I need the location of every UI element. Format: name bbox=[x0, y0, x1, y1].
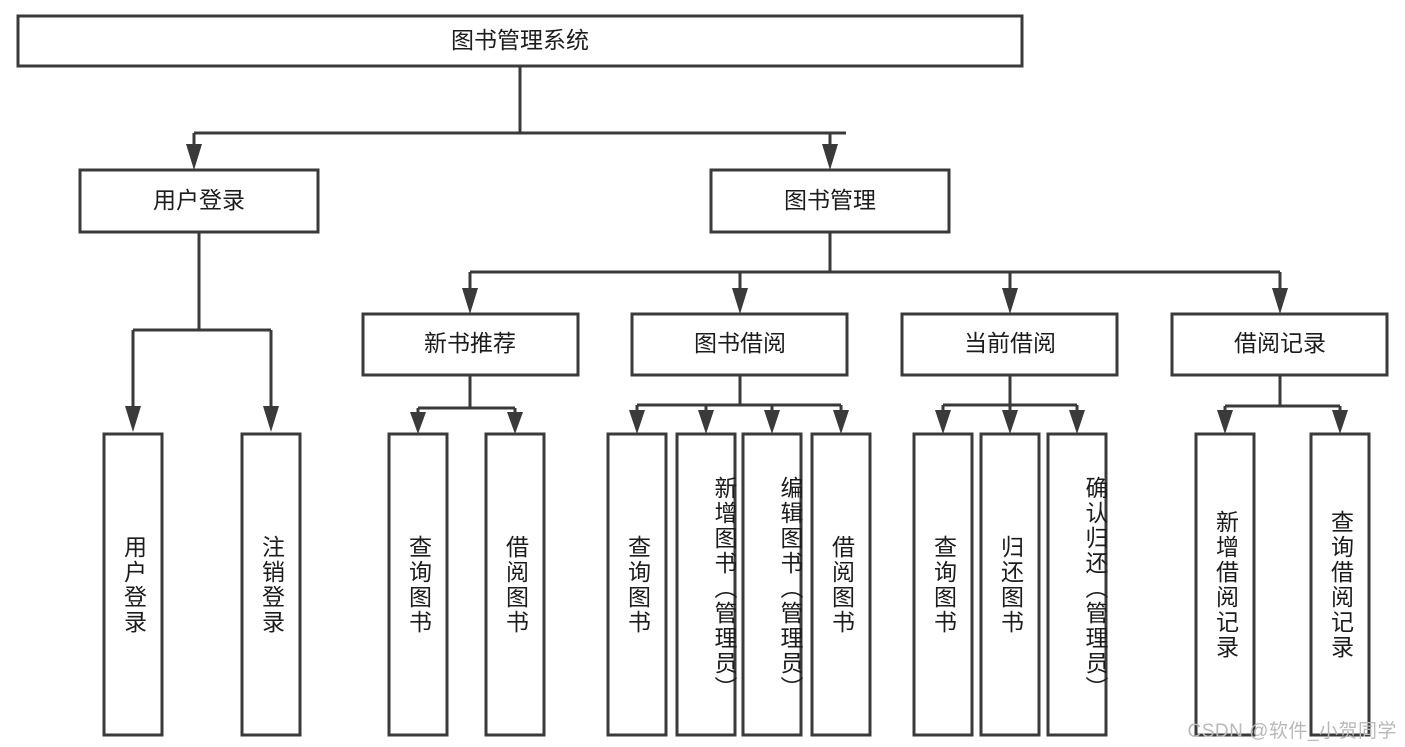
leaf-rect-return-book[interactable] bbox=[979, 432, 1041, 737]
arrowhead-bookmgmt-to-records bbox=[1272, 288, 1288, 314]
node-current-borrow-rect bbox=[900, 312, 1119, 377]
arrowhead-borrow-leaf-3 bbox=[764, 410, 780, 434]
arrowhead-newbook-leaf-2 bbox=[507, 412, 523, 434]
node-new-book-recommend-rect bbox=[361, 312, 580, 377]
connector-group-borrow bbox=[629, 375, 849, 434]
node-book-management-label: 图书管理 bbox=[784, 187, 876, 213]
leaf-rect-borrow-book-a[interactable] bbox=[484, 432, 546, 737]
arrowhead-records-leaf-2 bbox=[1332, 410, 1348, 434]
node-new-book-recommend-label: 新书推荐 bbox=[424, 330, 516, 356]
leaf-rect-edit-book-admin[interactable] bbox=[741, 432, 803, 737]
connector-group-current bbox=[935, 375, 1085, 434]
connector-group-book-mgmt bbox=[462, 232, 1288, 314]
arrowhead-newbook-leaf-1 bbox=[410, 412, 426, 434]
node-book-management-rect bbox=[709, 168, 951, 234]
node-current-borrow[interactable]: 当前借阅 bbox=[900, 312, 1119, 377]
leaf-rect-borrow-book-b[interactable] bbox=[810, 432, 872, 737]
arrowhead-records-leaf-1 bbox=[1217, 410, 1233, 434]
node-new-book-recommend[interactable]: 新书推荐 bbox=[361, 312, 580, 377]
arrowhead-borrow-leaf-4 bbox=[833, 410, 849, 434]
node-book-borrow-rect bbox=[630, 312, 849, 377]
leaf-rect-query-book-a[interactable] bbox=[387, 432, 449, 737]
node-borrow-records-label: 借阅记录 bbox=[1234, 330, 1326, 356]
node-book-management[interactable]: 图书管理 bbox=[709, 168, 951, 234]
arrowhead-current-leaf-1 bbox=[935, 410, 951, 434]
arrowhead-current-leaf-3 bbox=[1069, 410, 1085, 434]
node-book-borrow-label: 图书借阅 bbox=[694, 330, 786, 356]
leaf-rect-user-login[interactable] bbox=[102, 432, 164, 737]
leaf-rect-query-borrow-record[interactable] bbox=[1309, 432, 1371, 737]
node-user-login-label: 用户登录 bbox=[153, 187, 245, 213]
arrowhead-root-to-book-mgmt bbox=[822, 144, 838, 170]
arrowhead-current-leaf-2 bbox=[1002, 410, 1018, 434]
connector-group-user-login bbox=[125, 232, 279, 432]
connector-group-records bbox=[1217, 375, 1348, 434]
node-root-book-management-system[interactable]: 图书管理系统 bbox=[16, 14, 1024, 68]
arrowhead-bookmgmt-to-current bbox=[1002, 288, 1018, 314]
node-root-label: 图书管理系统 bbox=[451, 27, 589, 53]
connector-group-root bbox=[186, 66, 846, 170]
arrowhead-borrow-leaf-2 bbox=[698, 410, 714, 434]
csdn-watermark: CSDN @软件_小贺同学 bbox=[1187, 721, 1397, 742]
arrowhead-userlogin-leaf-2 bbox=[263, 406, 279, 432]
leaf-rect-add-book-admin[interactable] bbox=[675, 432, 737, 737]
leaf-rect-confirm-return-admin[interactable] bbox=[1046, 432, 1108, 737]
node-current-borrow-label: 当前借阅 bbox=[964, 330, 1056, 356]
arrowhead-bookmgmt-to-borrow bbox=[732, 288, 748, 314]
arrowhead-borrow-leaf-1 bbox=[629, 410, 645, 434]
connector-group-new-book bbox=[410, 375, 523, 434]
leaf-rect-add-borrow-record[interactable] bbox=[1194, 432, 1256, 737]
node-root-rect bbox=[16, 14, 1024, 68]
node-book-borrow[interactable]: 图书借阅 bbox=[630, 312, 849, 377]
arrowhead-root-to-user-login bbox=[186, 144, 202, 170]
leaf-rect-query-book-c[interactable] bbox=[912, 432, 974, 737]
arrowhead-userlogin-leaf-1 bbox=[125, 406, 141, 432]
node-borrow-records[interactable]: 借阅记录 bbox=[1170, 312, 1389, 377]
arrowhead-bookmgmt-to-new-book bbox=[462, 288, 478, 314]
node-borrow-records-rect bbox=[1170, 312, 1389, 377]
leaf-rect-logout[interactable] bbox=[240, 432, 302, 737]
leaf-rect-query-book-b[interactable] bbox=[606, 432, 668, 737]
node-user-login[interactable]: 用户登录 bbox=[78, 168, 320, 234]
node-user-login-rect bbox=[78, 168, 320, 234]
